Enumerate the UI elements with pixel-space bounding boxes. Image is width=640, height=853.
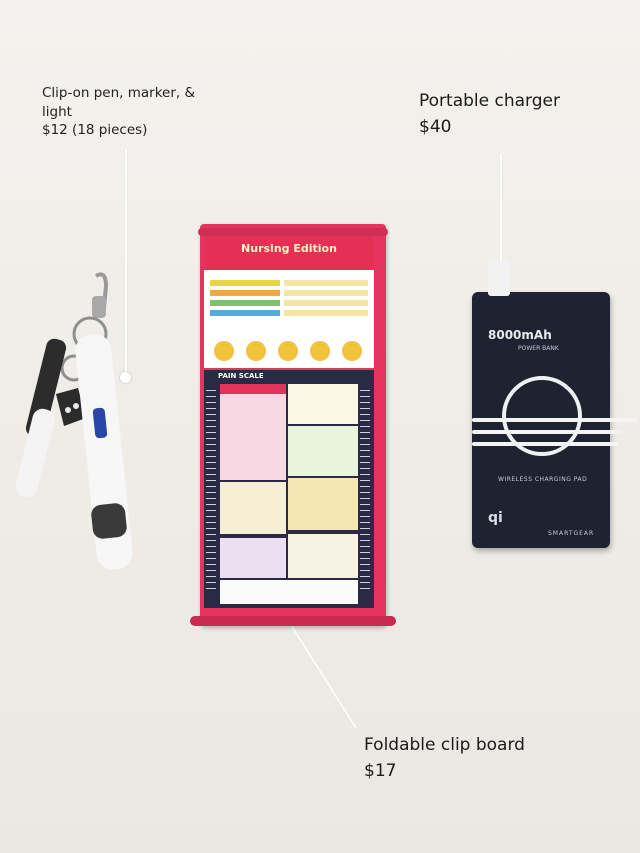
mm-table [220, 384, 286, 480]
face-icon [214, 341, 234, 361]
pen-label-price: $12 (18 pieces) [42, 122, 148, 138]
light-button-2 [73, 403, 79, 409]
power-bank-brand: SMARTGEAR [548, 530, 595, 537]
clipboard-pointer-line [283, 613, 357, 729]
light-body [56, 388, 86, 426]
vital-row [210, 290, 280, 296]
clipboard-top-rod [198, 228, 388, 236]
charger-label-title: Portable charger [419, 91, 560, 111]
charging-cable [472, 442, 618, 446]
reference-card-bottom: PAIN SCALE [204, 370, 374, 608]
wireless-charging-ring-icon [502, 376, 582, 456]
charger-label-price: $40 [419, 117, 452, 137]
vital-row [284, 290, 368, 296]
charger-pointer-line [500, 154, 502, 364]
clipboard-bottom-rod [190, 616, 396, 626]
pain-scale-title: PAIN SCALE [218, 372, 264, 380]
hypokalemia-box [220, 482, 286, 534]
reference-card-top: Nursing Edition [204, 236, 374, 368]
pen-pointer-dot [120, 372, 131, 383]
power-bank-subtitle: POWER BANK [518, 345, 559, 352]
vital-row [284, 300, 368, 306]
face-icon [342, 341, 362, 361]
face-icon [310, 341, 330, 361]
clipboard-label-title: Foldable clip board [364, 735, 525, 755]
qrs-box [288, 384, 358, 424]
reference-card-header: Nursing Edition [204, 236, 374, 270]
qi-logo: qi [488, 510, 503, 526]
ecg-box [288, 478, 358, 530]
pen-label-title: Clip-on pen, marker, & light [42, 85, 196, 120]
pen-grip [91, 503, 127, 539]
clipboard: Nursing Edition PAIN SCALE [190, 224, 396, 630]
power-bank-footer: WIRELESS CHARGING PAD [498, 476, 588, 483]
pen-pointer-line [125, 150, 127, 376]
light-button-1 [65, 407, 71, 413]
marker-body [15, 408, 55, 498]
charging-cable [472, 418, 638, 422]
ruler-right [360, 390, 370, 590]
vital-row [210, 310, 280, 316]
pen-blue-slider [92, 407, 108, 439]
av-blocks-box [220, 538, 286, 578]
power-bank-capacity: 8000mAh [488, 328, 552, 342]
heart-box [288, 426, 358, 476]
pain-faces [214, 341, 362, 361]
face-icon [246, 341, 266, 361]
usb-plug [488, 260, 510, 296]
vital-row [210, 280, 280, 286]
notes-box [288, 534, 358, 578]
vital-row [284, 280, 368, 286]
logo-strip [220, 580, 358, 604]
keychain-pens [15, 272, 133, 570]
vital-row [284, 310, 368, 316]
vital-row [210, 300, 280, 306]
keychain-hook [94, 272, 109, 309]
face-icon [278, 341, 298, 361]
ruler-left [206, 390, 216, 590]
mm-table-header [220, 384, 286, 394]
reference-card-title: Nursing Edition [241, 242, 337, 255]
charging-cable [472, 430, 622, 434]
clipboard-label-price: $17 [364, 761, 397, 781]
keychain-clasp [92, 296, 106, 318]
